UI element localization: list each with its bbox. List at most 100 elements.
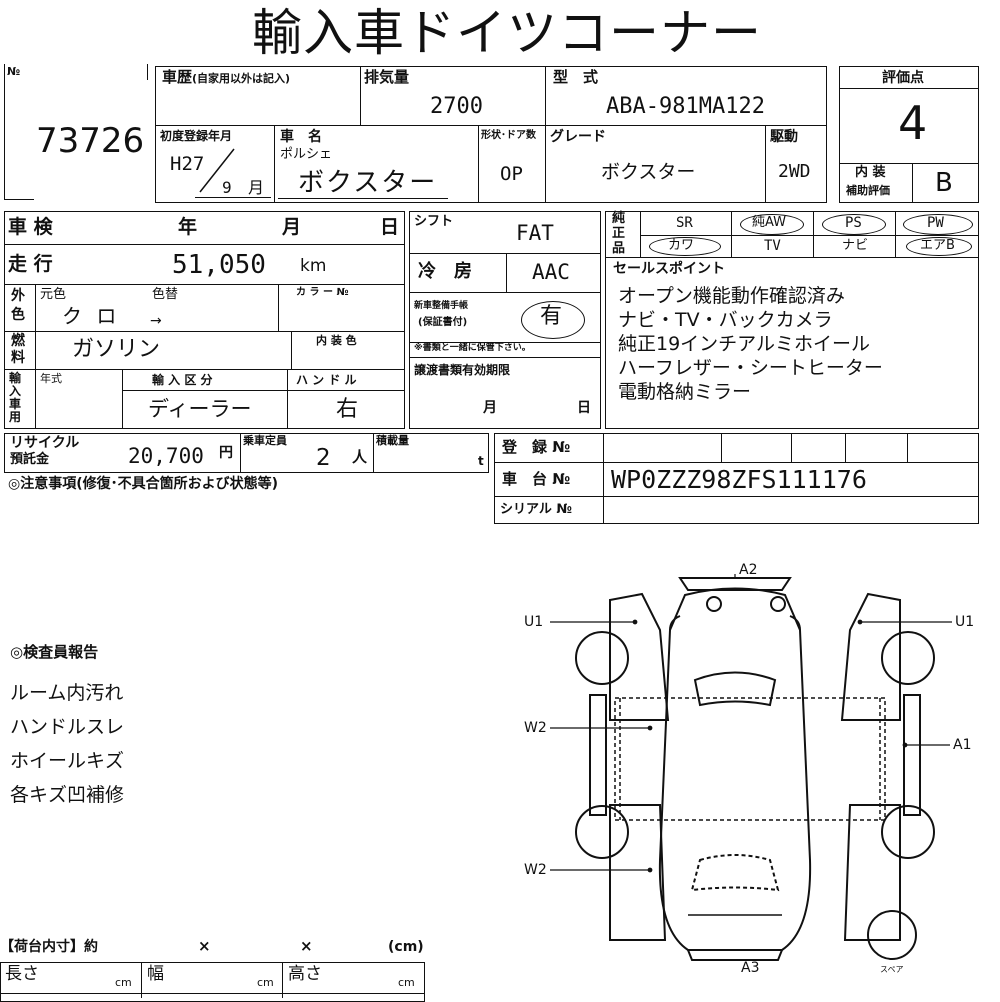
grade-label: グレード (550, 129, 606, 145)
capacity-unit: 人 (352, 448, 368, 466)
color-code-label: カ ラ ー № (296, 287, 349, 298)
fuel-value: ガソリン (72, 337, 161, 362)
maintenance-value: 有 (540, 304, 563, 329)
spare-tire (867, 910, 917, 960)
diagram-label-spare: スペア (880, 965, 904, 974)
sales-point: 電動格納ミラー (618, 381, 752, 403)
recycle-label: リサイクル (10, 435, 80, 451)
cargo-times-2: × (300, 937, 313, 955)
model-year-label: 年式 (40, 372, 62, 385)
rear-window (690, 854, 780, 892)
chassis-value: WP0ZZZ98ZFS111176 (611, 465, 867, 494)
capacity-value: 2 (316, 445, 331, 471)
vehicle-damage-diagram (550, 574, 952, 961)
notes-label: ◎注意事項(修復･不具合箇所および状態等) (8, 476, 279, 492)
date-slash (199, 148, 235, 193)
inspector-line: ルーム内汚れ (10, 682, 124, 704)
diagram-label-a2: A2 (739, 562, 758, 578)
inspector-label: ◎検査員報告 (10, 643, 99, 661)
cargo-width-label: 幅 (147, 964, 164, 984)
maintenance-circle (521, 301, 585, 339)
right-rear-quarter (843, 804, 901, 941)
left-rear-quarter (609, 804, 667, 941)
sales-point: 純正19インチアルミホイール (618, 333, 870, 355)
score-box (839, 66, 979, 203)
load-unit: t (478, 454, 484, 468)
sales-point: ハーフレザー・シートヒーター (618, 357, 883, 379)
maintenance-sublabel: (保証書付) (418, 317, 468, 328)
maintenance-note: ※書類と一緒に保管下さい。 (414, 343, 531, 353)
chassis-label: 車 台 № (502, 470, 571, 488)
interior-score-value: B (935, 168, 953, 198)
history-label: 車歴(自家用以外は記入) (162, 68, 291, 86)
drive-label: 駆動 (770, 129, 798, 145)
diagram-label-a1: A1 (953, 737, 972, 753)
inspection-day: 日 (380, 216, 400, 238)
right-front-fender (840, 592, 901, 721)
transfer-day: 日 (577, 400, 591, 416)
roof-area (614, 697, 886, 821)
lot-number: 73726 (36, 121, 145, 161)
mileage-label: 走 行 (8, 253, 53, 275)
model-label: 型 式 (553, 68, 599, 86)
equip-ps: PS (845, 215, 862, 231)
car-maker: ポルシェ (280, 147, 333, 162)
cargo-times-1: × (198, 937, 211, 955)
recycle-unit: 円 (219, 445, 233, 461)
ac-label: 冷 房 (418, 261, 472, 282)
first-reg-month-unit: 月 (248, 178, 265, 197)
score-value: 4 (898, 96, 928, 150)
equip-tv: TV (764, 238, 781, 254)
transfer-month: 月 (483, 400, 497, 416)
headlight-right (770, 596, 786, 612)
cargo-label: 【荷台内寸】約 (0, 939, 98, 955)
wheel-rear-right (881, 805, 935, 859)
lot-label: № (7, 65, 21, 78)
sales-point: オープン機能動作確認済み (618, 285, 845, 307)
recycle-sublabel: 預託金 (10, 452, 50, 467)
displacement-label: 排気量 (364, 68, 410, 86)
body-doors-label: 形状･ドア数 (481, 130, 536, 141)
cargo-length-unit: cm (115, 976, 132, 989)
cargo-unit: (cm) (388, 939, 424, 955)
ac-value: AAC (532, 260, 570, 284)
registration-table (494, 433, 979, 524)
left-front-fender (609, 592, 670, 721)
capacity-label: 乗車定員 (243, 434, 287, 447)
color-change-arrow: → (150, 313, 162, 329)
sales-point: ナビ・TV・バックカメラ (618, 309, 833, 331)
registration-label: 登 録 № (502, 438, 571, 456)
page-title: 輸入車ドイツコーナー (252, 4, 762, 62)
cargo-height-unit: cm (398, 976, 415, 989)
drive-value: 2WD (778, 161, 811, 182)
body-doors-value: OP (500, 163, 523, 185)
front-bumper (678, 577, 792, 591)
wheel-rear-left (575, 805, 629, 859)
first-reg-era-year: H27 (170, 153, 205, 175)
equip-ps-circle (822, 214, 886, 235)
windshield (693, 671, 777, 707)
wheel-front-left (575, 631, 629, 685)
recycle-value: 20,700 (128, 444, 204, 468)
exterior-color-label-1: 外 (11, 288, 25, 304)
diagram-label-u1-right: U1 (955, 614, 975, 630)
fuel-label-2: 料 (11, 350, 25, 366)
import-category-value: ディーラー (148, 397, 252, 421)
equip-pw-circle (903, 214, 973, 235)
model-value: ABA-981MA122 (606, 94, 765, 119)
vehicle-details-table (4, 211, 405, 429)
cargo-width-unit: cm (257, 976, 274, 989)
equip-airbag-circle (906, 237, 972, 256)
load-label: 積載量 (376, 434, 409, 447)
exterior-color-label-2: 色 (11, 307, 25, 323)
equip-leather-circle (649, 237, 721, 256)
car-name-label: 車 名 (280, 129, 322, 145)
diagram-label-a3: A3 (741, 960, 760, 976)
sales-points-label: セールスポイント (613, 261, 725, 277)
equip-pw: PW (927, 215, 944, 231)
equip-sr: SR (676, 215, 693, 231)
equip-airbag: エアB (920, 238, 955, 253)
equip-alloy-wheel-circle (740, 214, 804, 235)
inspection-month: 月 (282, 216, 302, 238)
import-category-label: 輸 入 区 分 (152, 373, 213, 387)
